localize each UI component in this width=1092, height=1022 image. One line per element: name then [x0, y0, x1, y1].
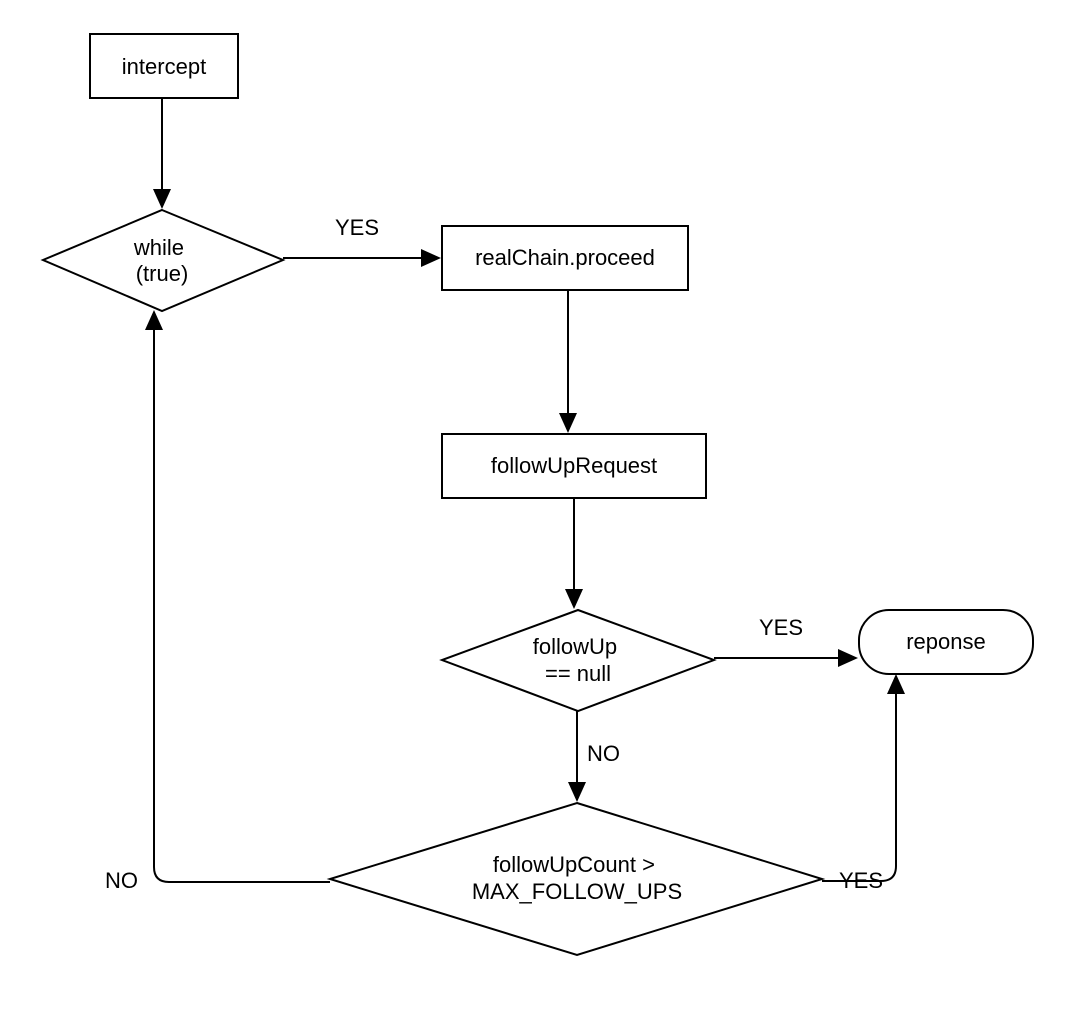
- edge-count-check-to-while: [145, 310, 330, 883]
- nodes: intercept while (true) realChain.proceed…: [40, 33, 1034, 957]
- node-intercept-label: intercept: [122, 54, 206, 79]
- edge-while-to-proceed: [283, 249, 441, 267]
- node-follow-up-request: followUpRequest: [441, 433, 707, 499]
- edge-label-count-yes: YES: [839, 868, 883, 893]
- edge-intercept-to-while: [153, 98, 171, 209]
- node-follow-up-request-label: followUpRequest: [491, 453, 657, 478]
- node-follow-up-null-check-label-line1: followUp: [533, 634, 617, 659]
- node-intercept: intercept: [89, 33, 239, 99]
- edge-null-check-to-count-check: [568, 711, 586, 802]
- edge-label-null-yes: YES: [759, 615, 803, 640]
- edges: [145, 98, 905, 883]
- svg-text:followUpRequest: followUpRequest: [491, 453, 657, 478]
- svg-text:reponse: reponse: [906, 629, 986, 654]
- edge-labels: YES YES NO NO YES: [105, 215, 883, 893]
- edge-followup-request-to-null-check: [565, 498, 583, 609]
- node-while-loop-label-line1: while: [133, 235, 184, 260]
- svg-text:followUpCount > MAX_FO: followUpCount > MAX_FOLLOW_UPS: [472, 852, 682, 904]
- node-response-label: reponse: [906, 629, 986, 654]
- node-follow-up-count-check: followUpCount > MAX_FOLLOW_UPS: [326, 801, 826, 957]
- node-while-loop-label-line2: (true): [136, 261, 189, 286]
- svg-text:realChain.proceed: realChain.proceed: [475, 245, 655, 270]
- svg-text:intercept: intercept: [122, 54, 206, 79]
- node-real-chain-proceed-label: realChain.proceed: [475, 245, 655, 270]
- node-while-loop: while (true): [40, 208, 286, 313]
- node-follow-up-count-check-label-line1: followUpCount >: [493, 852, 655, 877]
- edge-proceed-to-followup-request: [559, 290, 577, 433]
- svg-text:followUp == null: followUp == null: [533, 634, 624, 686]
- node-follow-up-null-check: followUp == null: [439, 608, 717, 713]
- edge-null-check-to-response: [714, 649, 858, 667]
- node-follow-up-null-check-label-line2: == null: [545, 661, 611, 686]
- node-response: reponse: [858, 609, 1034, 675]
- node-follow-up-count-check-label-line2: MAX_FOLLOW_UPS: [472, 879, 682, 904]
- edge-label-count-no: NO: [105, 868, 138, 893]
- edge-label-null-no: NO: [587, 741, 620, 766]
- edge-label-while-yes: YES: [335, 215, 379, 240]
- svg-text:while (true): while (true): [133, 235, 190, 286]
- edge-count-check-to-response: [822, 674, 905, 882]
- node-real-chain-proceed: realChain.proceed: [441, 225, 689, 291]
